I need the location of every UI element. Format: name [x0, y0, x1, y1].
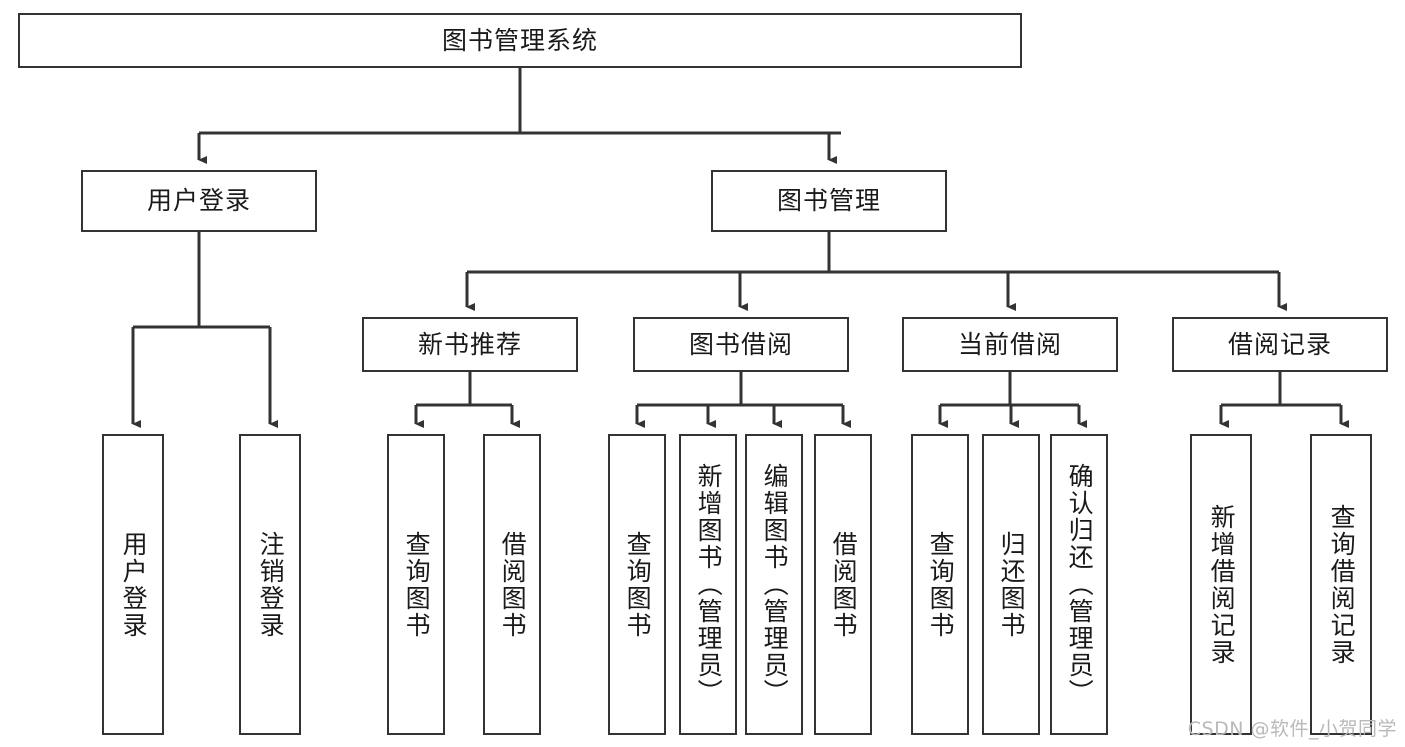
- node-current-borrowing[interactable]: 当前借阅: [902, 317, 1118, 372]
- node-root-book-management-system[interactable]: 图书管理系统: [18, 13, 1022, 68]
- leaf-confirm-return-admin[interactable]: 确认归还（管理员）: [1050, 434, 1108, 735]
- leaf-borrow-books[interactable]: 借阅图书: [814, 434, 872, 735]
- node-label: 查询借阅记录: [1327, 503, 1357, 666]
- node-label: 借阅图书: [498, 530, 528, 639]
- edges-records-to-leaves: [1219, 372, 1349, 428]
- node-label: 注销登录: [256, 530, 286, 639]
- node-label: 新增借阅记录: [1207, 503, 1237, 666]
- leaf-logout[interactable]: 注销登录: [239, 434, 301, 735]
- node-label: 归还图书: [997, 530, 1027, 639]
- node-label: 新增图书（管理员）: [694, 463, 724, 706]
- node-book-management[interactable]: 图书管理: [711, 170, 947, 232]
- node-label: 用户登录: [146, 186, 251, 216]
- node-label: 图书管理系统: [441, 25, 598, 55]
- leaf-query-books-newbook[interactable]: 查询图书: [387, 434, 445, 735]
- node-user-login[interactable]: 用户登录: [81, 170, 317, 232]
- edges-userlogin-to-leaves: [131, 232, 278, 428]
- edges-borrow-to-leaves: [635, 372, 851, 428]
- edges-current-to-leaves: [938, 372, 1087, 428]
- node-new-book-recommendation[interactable]: 新书推荐: [362, 317, 578, 372]
- leaf-add-book-admin[interactable]: 新增图书（管理员）: [679, 434, 737, 735]
- leaf-query-books-borrow[interactable]: 查询图书: [608, 434, 666, 735]
- node-label: 借阅图书: [829, 530, 859, 639]
- leaf-edit-book-admin[interactable]: 编辑图书（管理员）: [745, 434, 803, 735]
- node-label: 编辑图书（管理员）: [760, 463, 790, 706]
- leaf-return-books[interactable]: 归还图书: [982, 434, 1040, 735]
- node-label: 借阅记录: [1227, 329, 1332, 359]
- node-label: 查询图书: [402, 530, 432, 639]
- leaf-query-books-current[interactable]: 查询图书: [911, 434, 969, 735]
- node-label: 图书管理: [776, 186, 881, 216]
- edges-root-to-level2: [197, 68, 841, 164]
- edges-newbook-to-leaves: [414, 372, 520, 428]
- node-label: 用户登录: [119, 530, 149, 639]
- leaf-query-borrowing-record[interactable]: 查询借阅记录: [1310, 434, 1372, 735]
- leaf-user-login[interactable]: 用户登录: [102, 434, 164, 735]
- node-label: 确认归还（管理员）: [1065, 463, 1095, 706]
- node-borrowing-records[interactable]: 借阅记录: [1172, 317, 1388, 372]
- leaf-add-borrowing-record[interactable]: 新增借阅记录: [1190, 434, 1252, 735]
- node-label: 当前借阅: [957, 329, 1062, 359]
- node-book-borrowing[interactable]: 图书借阅: [633, 317, 849, 372]
- node-label: 新书推荐: [417, 329, 522, 359]
- node-label: 图书借阅: [688, 329, 793, 359]
- leaf-borrow-books-newbook[interactable]: 借阅图书: [483, 434, 541, 735]
- node-label: 查询图书: [926, 530, 956, 639]
- edges-bookmgmt-to-level3: [465, 232, 1287, 311]
- node-label: 查询图书: [623, 530, 653, 639]
